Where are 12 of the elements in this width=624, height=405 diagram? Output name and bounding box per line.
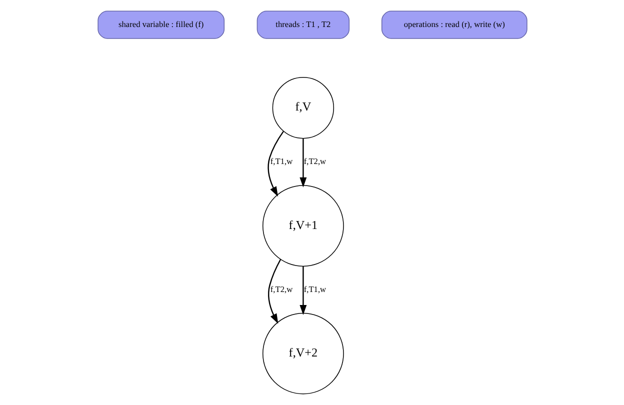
arrow: [299, 138, 306, 188]
edge-label: f,T1,w: [303, 284, 326, 294]
node-box: threads : T1 , T2: [256, 10, 350, 39]
edge-label: f,T2,w: [270, 284, 292, 294]
arrow: [267, 131, 284, 197]
arrow: [268, 259, 281, 324]
arrow: [299, 266, 306, 316]
edge-label: f,T1,w: [270, 157, 292, 166]
node-box: shared variable : filled (f): [97, 10, 224, 39]
node-box: operations : read (r), write (w): [380, 10, 527, 39]
edge-label: f,T2,w: [303, 157, 326, 166]
node-circle: f,V: [272, 77, 334, 139]
